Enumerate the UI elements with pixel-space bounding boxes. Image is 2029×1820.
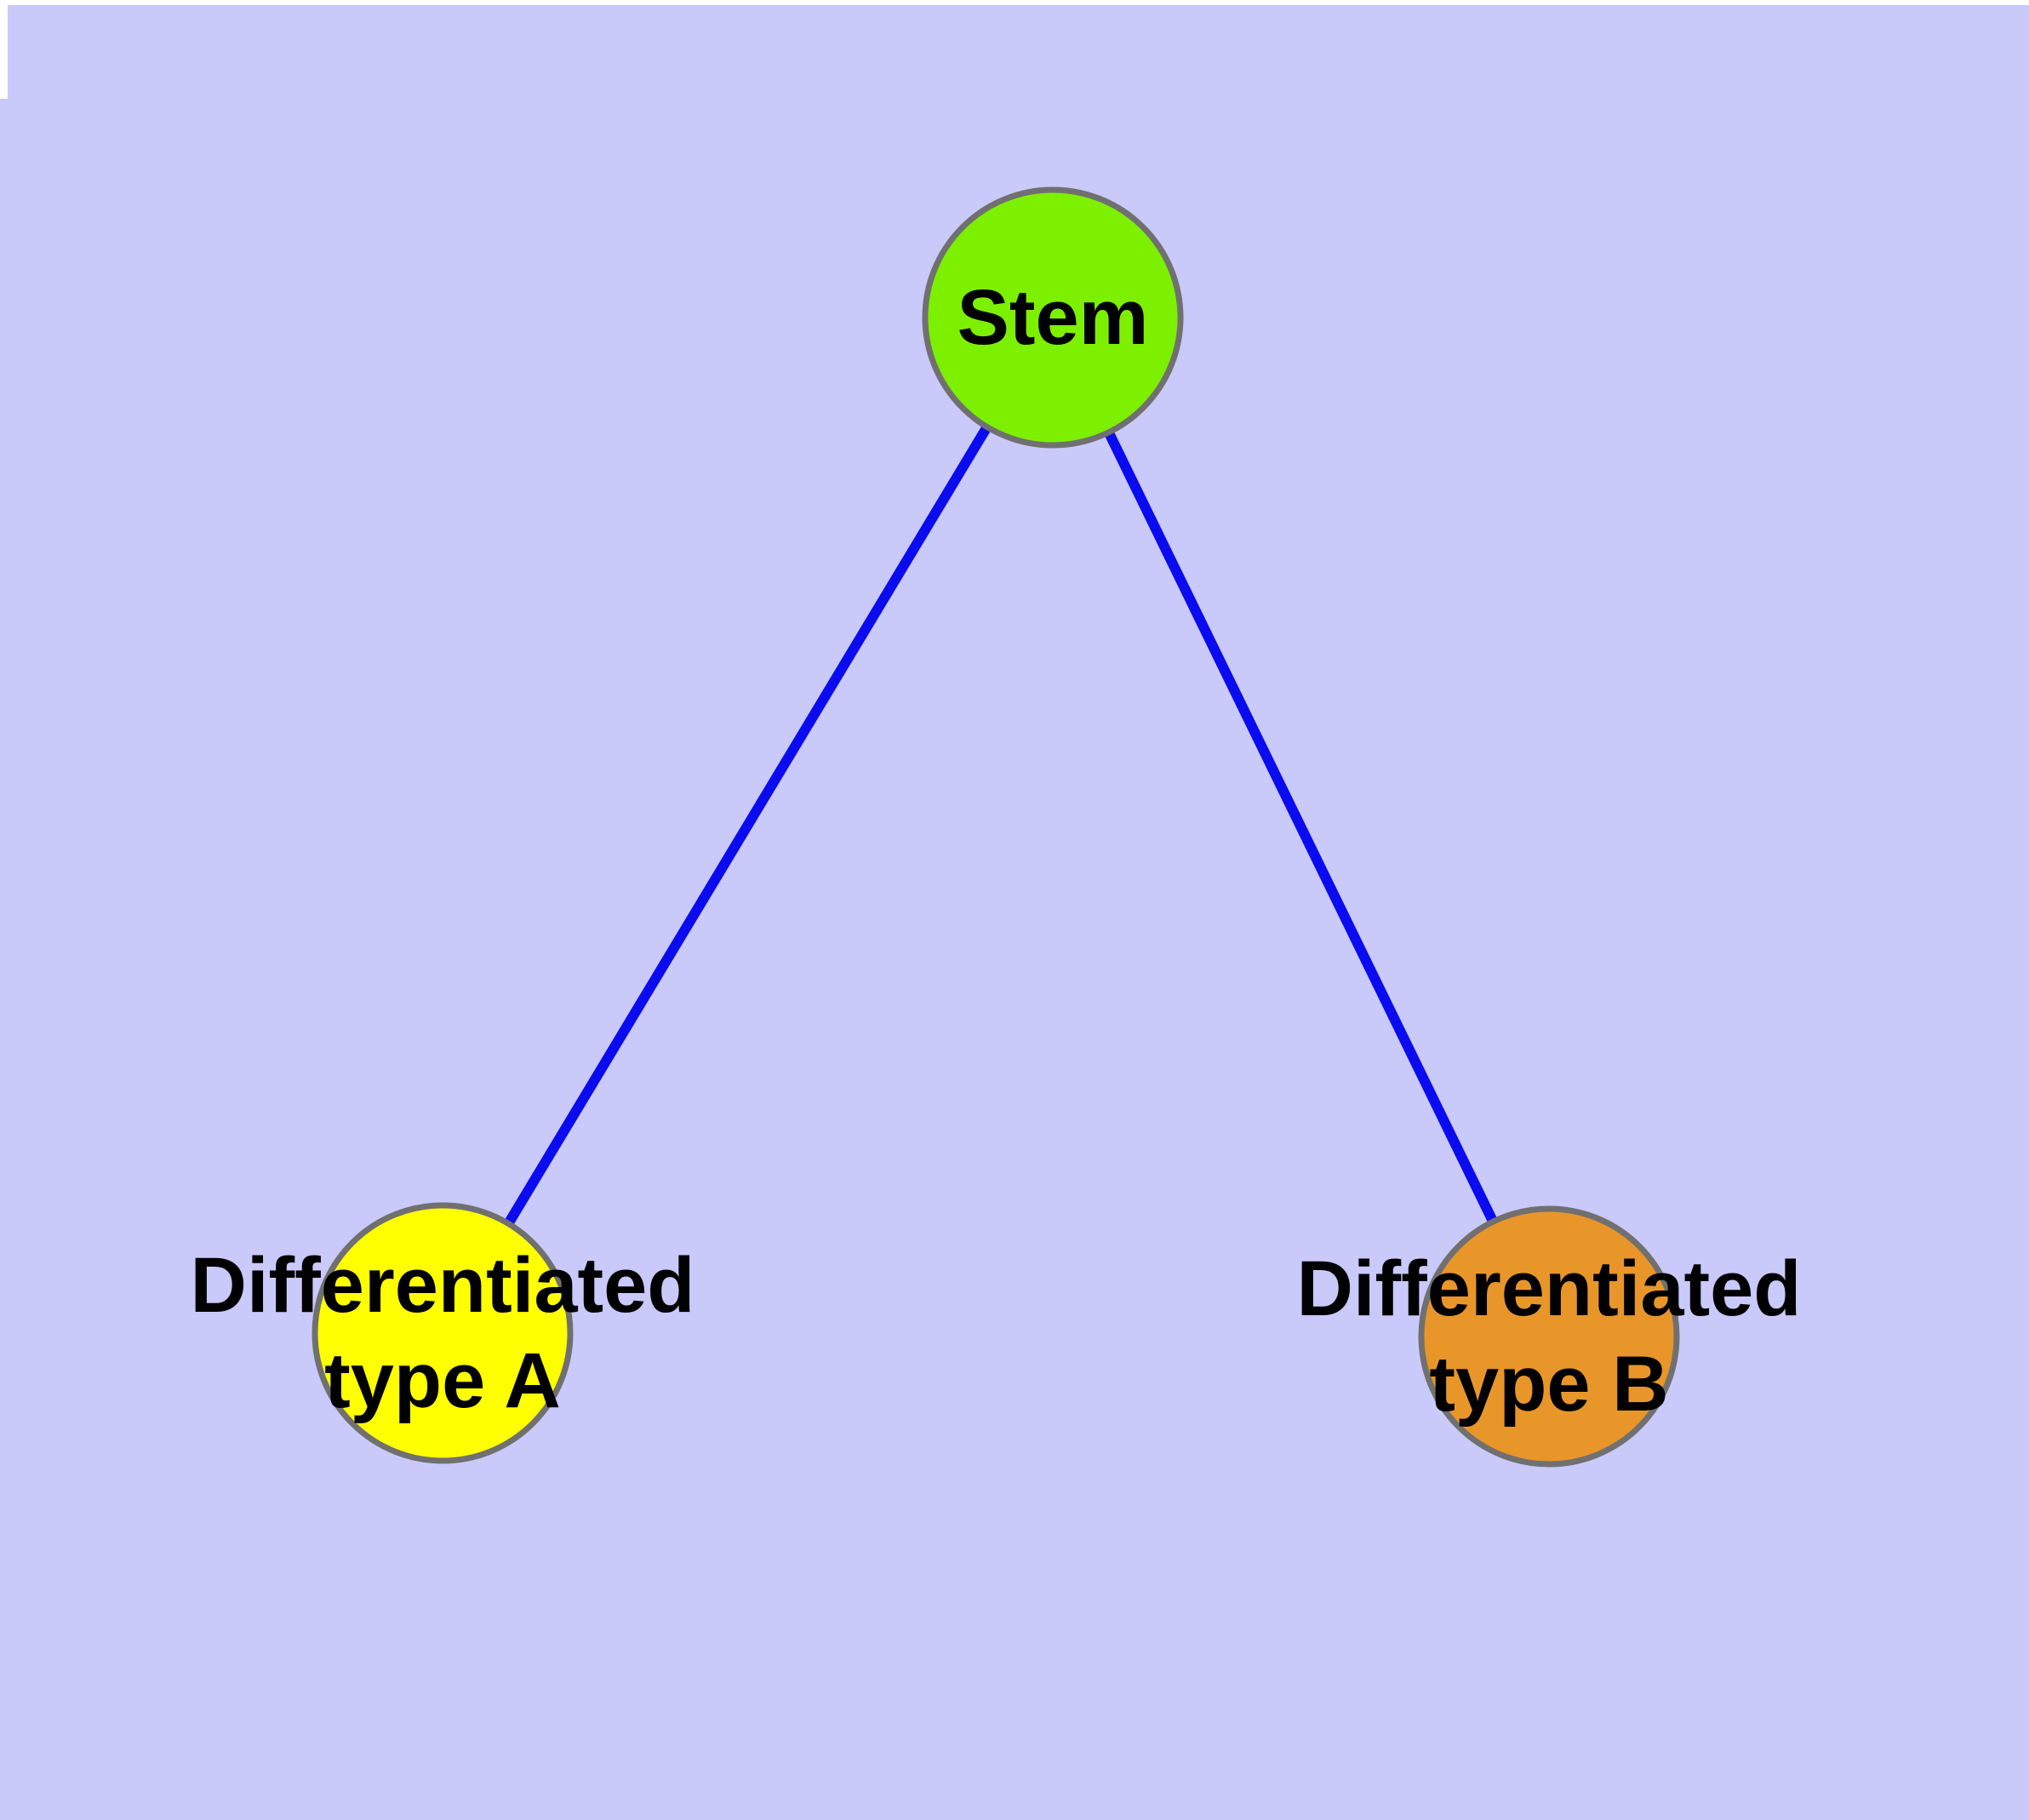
node-type-b-label-line1: Differentiated	[1296, 1245, 1802, 1332]
node-type-a-label-line1: Differentiated	[190, 1242, 695, 1329]
node-type-a-label-line2: type A	[324, 1337, 561, 1424]
edge-stem-to-type-b	[1048, 315, 1554, 1339]
node-stem-circle	[922, 186, 1184, 449]
node-group	[311, 186, 1680, 1468]
edge-group	[437, 314, 1554, 1339]
node-type-a-circle	[311, 1202, 574, 1464]
frame-corner	[0, 5, 8, 99]
node-type-b-label: Differentiated type B	[1297, 1241, 1802, 1432]
edge-stem-to-type-a	[437, 314, 1058, 1336]
node-type-b-label-line2: type B	[1429, 1341, 1669, 1428]
node-stem-label: Stem	[957, 274, 1149, 361]
node-type-a-label: Differentiated type A	[191, 1238, 695, 1428]
node-type-b-circle	[1418, 1205, 1680, 1468]
